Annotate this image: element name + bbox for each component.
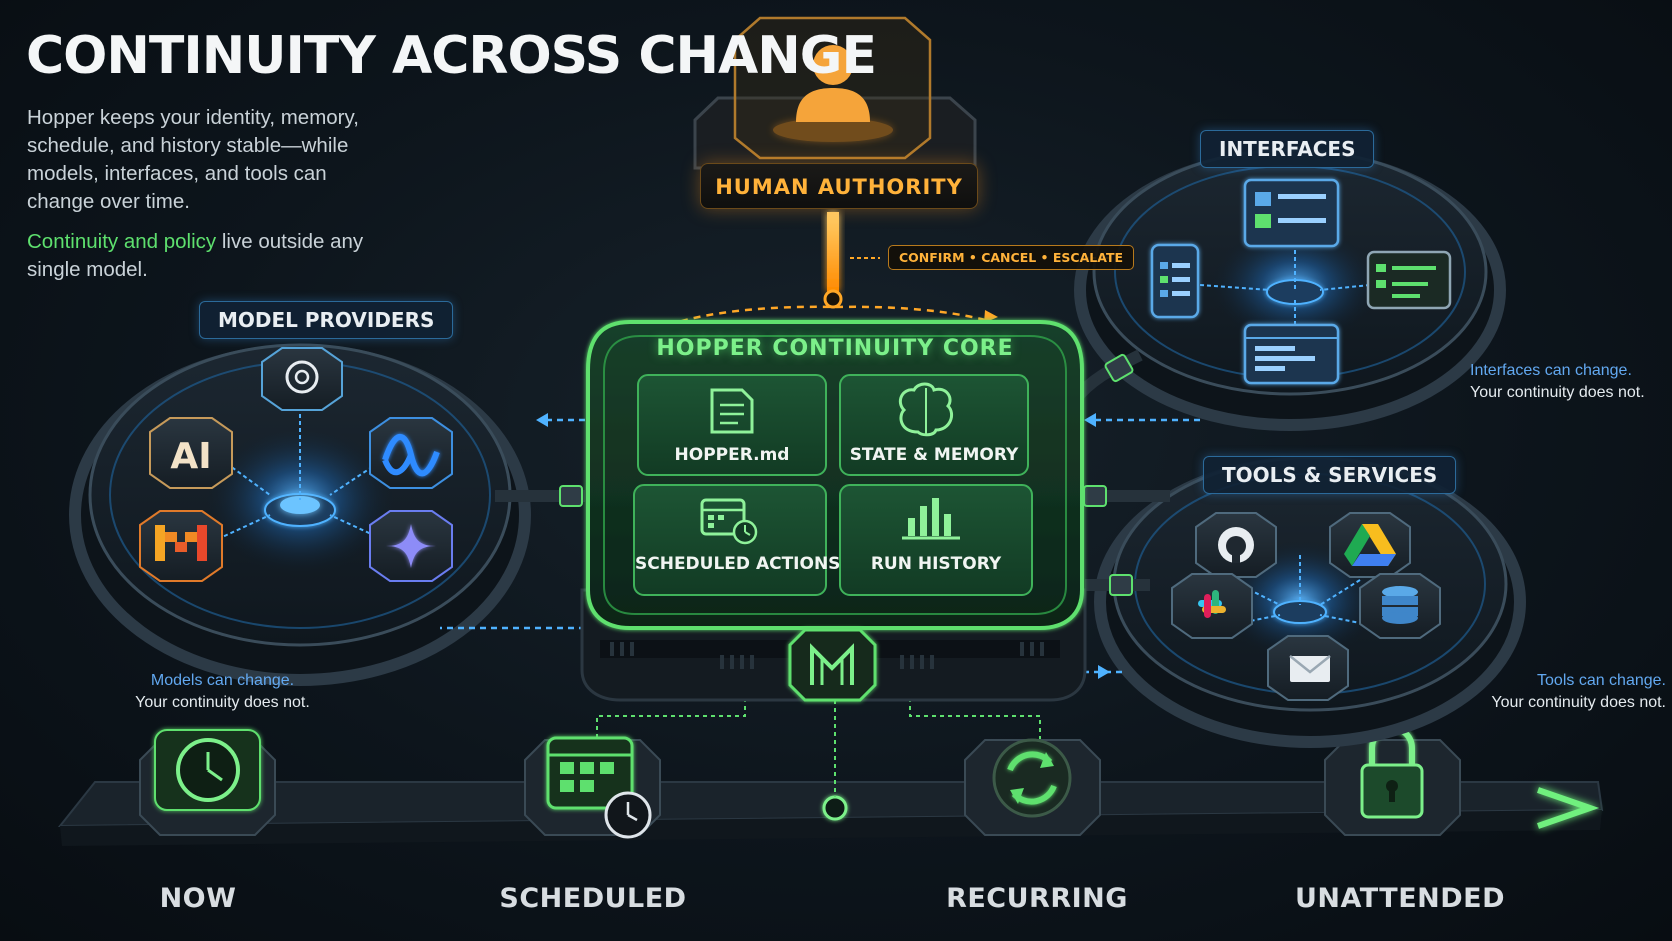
timeline-label-now: NOW xyxy=(159,883,237,914)
refresh-icon xyxy=(992,738,1072,818)
gemini-icon xyxy=(369,510,453,582)
tools-change-note: Tools can change. Your continuity does n… xyxy=(1480,670,1666,714)
timeline-label-scheduled: SCHEDULED xyxy=(499,883,687,914)
bar-chart-icon xyxy=(902,498,960,540)
interfaces-note-line1: Interfaces can change. xyxy=(1470,362,1632,379)
tools-services-label: TOOLS & SERVICES xyxy=(1203,456,1457,494)
calendar-icon xyxy=(546,736,652,839)
tools-note-line2: Your continuity does not. xyxy=(1491,694,1666,711)
intro-highlight: Continuity and policy xyxy=(27,230,217,253)
person-icon xyxy=(796,45,870,122)
model-providers-platform: AI xyxy=(69,343,531,686)
terminal-icon xyxy=(1366,250,1452,310)
intro-paragraph: Hopper keeps your identity, memory, sche… xyxy=(27,106,359,213)
interfaces-note-line2: Your continuity does not. xyxy=(1470,384,1645,401)
timeline-label-unattended: UNATTENDED xyxy=(1294,883,1506,914)
tile-label-scheduled-actions: SCHEDULED ACTIONS xyxy=(635,554,841,574)
timeline-unattended-station xyxy=(1324,725,1461,836)
core-tile-run-history xyxy=(839,484,1033,596)
continuity-core xyxy=(580,320,1087,702)
human-authority-label: HUMAN AUTHORITY xyxy=(700,163,978,209)
tile-label-state-memory: STATE & MEMORY xyxy=(849,445,1019,465)
core-title: HOPPER CONTINUITY CORE xyxy=(656,336,1014,361)
mistral-icon xyxy=(139,510,223,582)
interfaces-platform xyxy=(1074,148,1506,431)
tools-note-line1: Tools can change. xyxy=(1537,672,1666,689)
svg-text:AI: AI xyxy=(170,436,211,477)
core-tile-scheduled-actions xyxy=(633,484,827,596)
github-icon xyxy=(1195,512,1277,578)
timeline-scheduled-station xyxy=(524,736,661,839)
tools-services-platform xyxy=(1094,456,1526,748)
intro-policy-rest: live outside any single model. xyxy=(27,230,364,281)
interfaces-label: INTERFACES xyxy=(1200,130,1375,168)
timeline-label-recurring: RECURRING xyxy=(946,883,1128,914)
page-title: CONTINUITY ACROSS CHANGE xyxy=(26,26,877,86)
monitor-icon xyxy=(1243,178,1340,248)
timeline-recurring-station xyxy=(964,738,1101,836)
brain-icon xyxy=(898,382,953,437)
browser-icon xyxy=(1243,323,1340,385)
timeline-now-station xyxy=(139,729,276,836)
core-tile-state-memory xyxy=(839,374,1029,476)
openai-icon xyxy=(261,347,343,411)
slack-icon xyxy=(1171,573,1253,639)
human-authority-pod xyxy=(693,16,977,309)
phone-icon xyxy=(1150,243,1200,319)
google-drive-icon xyxy=(1329,512,1411,578)
meta-icon xyxy=(369,417,453,489)
interfaces-change-note: Interfaces can change. Your continuity d… xyxy=(1470,360,1645,404)
calendar-clock-icon xyxy=(700,498,758,545)
document-icon xyxy=(710,388,754,434)
models-note-line1: Models can change. xyxy=(150,672,295,689)
models-change-note: Models can change. Your continuity does … xyxy=(105,670,340,714)
models-note-line2: Your continuity does not. xyxy=(135,694,310,711)
model-providers-label: MODEL PROVIDERS xyxy=(199,301,454,339)
database-icon xyxy=(1359,573,1441,639)
core-tile-hopper-md xyxy=(637,374,827,476)
anthropic-icon: AI xyxy=(149,417,233,489)
authority-actions-label: CONFIRM • CANCEL • ESCALATE xyxy=(888,245,1135,270)
tile-label-hopper-md: HOPPER.md xyxy=(674,445,790,465)
tile-label-run-history: RUN HISTORY xyxy=(870,554,1002,574)
mail-icon xyxy=(1267,635,1349,701)
hopper-logo-badge xyxy=(788,628,877,702)
clock-icon xyxy=(176,738,240,802)
intro-policy-paragraph: Continuity and policy live outside any s… xyxy=(27,228,367,284)
